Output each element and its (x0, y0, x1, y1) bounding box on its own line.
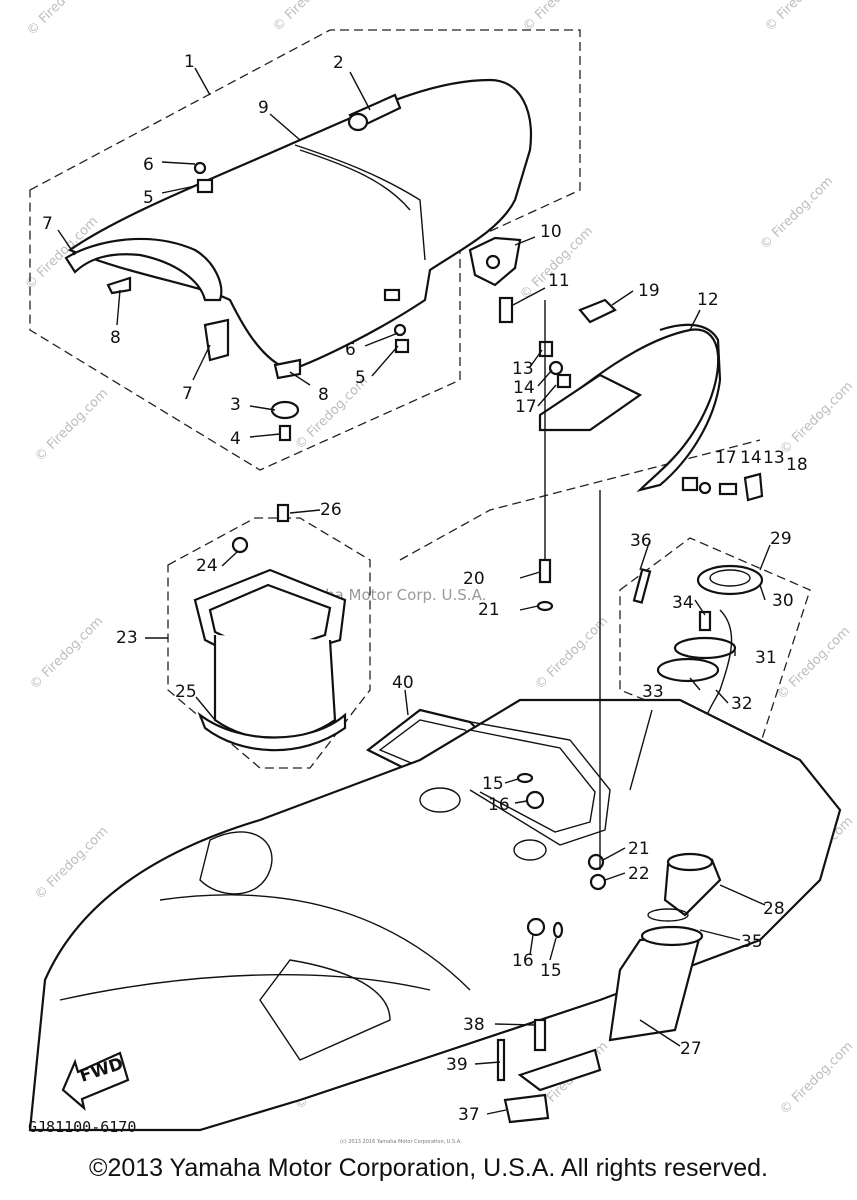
label-26: 26 (320, 500, 342, 520)
label-1: 1 (184, 52, 195, 72)
label-38: 38 (463, 1015, 485, 1035)
label-36: 36 (630, 531, 652, 551)
label-3: 3 (230, 395, 241, 415)
label-7: 7 (182, 384, 193, 404)
label-10: 10 (540, 222, 562, 242)
part-labels: 1 2 3 4 5 5 6 6 7 7 8 8 9 10 11 12 13 13… (42, 52, 808, 1125)
label-23: 23 (116, 628, 138, 648)
label-40: 40 (392, 673, 414, 693)
watermark: © Firedog.com (520, 0, 599, 35)
storage-box (193, 503, 347, 752)
watermark: © Firedog.com (777, 1039, 856, 1118)
label-30: 30 (772, 591, 794, 611)
watermark: © Firedog.com (24, 0, 103, 39)
copyright-footer: ©2013 Yamaha Motor Corporation, U.S.A. A… (89, 1154, 768, 1182)
label-9: 9 (258, 98, 269, 118)
storage-box-boundary (167, 517, 371, 769)
label-13: 13 (763, 448, 785, 468)
watermark: © Firedog.com (32, 824, 111, 903)
label-32: 32 (731, 694, 753, 714)
watermark: © Firedog.com (777, 379, 856, 458)
parts-diagram: © Firedog.com © Firedog.com © Firedog.co… (22, 0, 856, 1145)
label-15: 15 (540, 961, 562, 981)
tiny-copyright: (c) 2013 2016 Yamaha Motor Corporation, … (340, 1139, 462, 1145)
label-20: 20 (463, 569, 485, 589)
label-29: 29 (770, 529, 792, 549)
leader-lines (57, 67, 771, 1115)
label-19: 19 (638, 281, 660, 301)
label-31: 31 (755, 648, 777, 668)
hull-hardware (516, 558, 607, 939)
label-21: 21 (478, 600, 500, 620)
label-21: 21 (628, 839, 650, 859)
diagram-code: GJ81100-6170 (28, 1118, 136, 1136)
label-15: 15 (482, 774, 504, 794)
label-4: 4 (230, 429, 241, 449)
label-6: 6 (143, 155, 154, 175)
label-5: 5 (143, 188, 154, 208)
seat (64, 78, 532, 380)
label-27: 27 (680, 1039, 702, 1059)
label-17: 17 (515, 397, 537, 417)
watermark: © Firedog.com (270, 0, 349, 35)
label-25: 25 (175, 682, 197, 702)
label-7: 7 (42, 214, 53, 234)
label-6: 6 (345, 340, 356, 360)
watermark: © Firedog.com (27, 614, 106, 693)
label-17: 17 (715, 448, 737, 468)
bracket (496, 1018, 602, 1124)
handle-boundary (399, 439, 761, 561)
seat-hardware (193, 161, 410, 442)
label-14: 14 (740, 448, 762, 468)
label-5: 5 (355, 368, 366, 388)
label-35: 35 (741, 932, 763, 952)
label-34: 34 (672, 593, 694, 613)
filler-cap-boundary (619, 537, 811, 746)
filler-cap (632, 564, 764, 731)
hull-deck (28, 698, 842, 1132)
label-18: 18 (786, 455, 808, 475)
label-28: 28 (763, 899, 785, 919)
grab-handle (538, 298, 764, 502)
label-22: 22 (628, 864, 650, 884)
label-11: 11 (548, 271, 570, 291)
label-8: 8 (318, 385, 329, 405)
label-2: 2 (333, 53, 344, 73)
label-24: 24 (196, 556, 218, 576)
filler-neck (608, 852, 722, 1042)
label-37: 37 (458, 1105, 480, 1125)
label-8: 8 (110, 328, 121, 348)
label-12: 12 (697, 290, 719, 310)
watermark: © Firedog.com (32, 386, 111, 465)
label-16: 16 (488, 795, 510, 815)
watermark: © Firedog.com (762, 0, 841, 35)
watermark: © Firedog.com (757, 174, 836, 253)
label-16: 16 (512, 951, 534, 971)
label-14: 14 (513, 378, 535, 398)
seat-hook (468, 236, 522, 324)
label-13: 13 (512, 359, 534, 379)
label-33: 33 (642, 682, 664, 702)
label-39: 39 (446, 1055, 468, 1075)
